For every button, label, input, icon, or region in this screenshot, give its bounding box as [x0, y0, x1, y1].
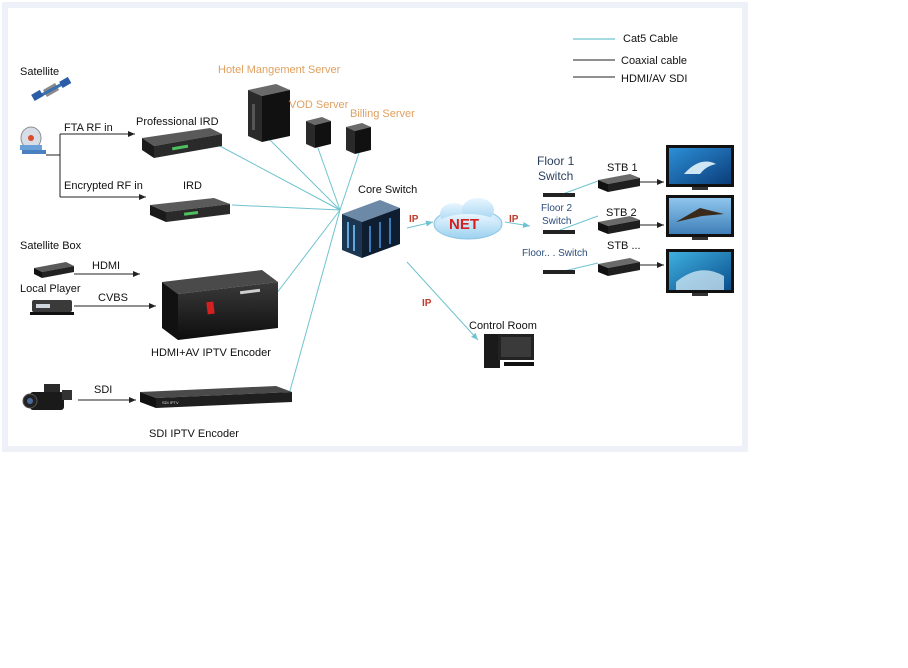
- vod-server-label: VOD Server: [289, 99, 349, 111]
- net-cloud-icon: [433, 198, 503, 240]
- camcorder-icon: [22, 384, 72, 410]
- stb2-label: STB 2: [606, 207, 637, 219]
- core-switch-icon: [342, 200, 400, 258]
- encrypted-rf-label: Encrypted RF in: [64, 180, 143, 192]
- control-room-computer-icon: [484, 334, 534, 368]
- professional-ird-label: Professional IRD: [136, 116, 219, 128]
- billing-server-label: Billing Server: [350, 108, 415, 120]
- coax-connections: [46, 131, 664, 403]
- stbn-icon: [598, 258, 640, 276]
- floor1-label-line1: Floor 1: [537, 154, 575, 168]
- stb1-icon: [598, 174, 640, 192]
- satellite-icon: [31, 76, 72, 101]
- floor1-switch-icon: [543, 193, 575, 197]
- professional-ird-device: [142, 128, 222, 158]
- satellite-label: Satellite: [20, 66, 59, 78]
- hotel-server-label: Hotel Mangement Server: [218, 64, 341, 76]
- local-player-icon: [30, 300, 74, 315]
- tv2-icon: [666, 195, 734, 240]
- legend-cat5-label: Cat5 Cable: [623, 33, 678, 45]
- sdi-encoder-badge: SDI IPTV: [162, 400, 179, 405]
- tv1-icon: [666, 145, 734, 190]
- floor1-label-line2: Switch: [538, 169, 573, 183]
- hdmi-label: HDMI: [92, 260, 120, 272]
- core-switch-label: Core Switch: [358, 184, 417, 196]
- ird-label: IRD: [183, 180, 202, 192]
- floor2-label-line1: Floor 2: [541, 203, 573, 214]
- cvbs-label: CVBS: [98, 292, 128, 304]
- stb2-icon: [598, 216, 640, 234]
- floorn-switch-icon: [543, 270, 575, 274]
- sdi-encoder-device: SDI IPTV: [140, 386, 292, 408]
- stb1-label: STB 1: [607, 162, 638, 174]
- vod-server-icon: [306, 117, 331, 148]
- legend-hdmi-label: HDMI/AV SDI: [621, 73, 687, 85]
- satellite-dish-icon: [20, 126, 46, 154]
- floor2-switch-icon: [543, 230, 575, 234]
- legend: Cat5 Cable Coaxial cable HDMI/AV SDI: [573, 33, 687, 85]
- fta-rf-label: FTA RF in: [64, 122, 113, 134]
- legend-coax-label: Coaxial cable: [621, 55, 687, 67]
- sdi-encoder-label: SDI IPTV Encoder: [149, 428, 239, 440]
- ip-label-to-control: IP: [422, 298, 432, 309]
- ip-label-to-floors: IP: [509, 214, 519, 225]
- floorn-label: Floor.. . Switch: [522, 248, 588, 259]
- sdi-label: SDI: [94, 384, 112, 396]
- hdmi-av-encoder-device: [162, 270, 278, 340]
- hotel-server-icon: [248, 84, 290, 142]
- stbn-label: STB ...: [607, 240, 641, 252]
- control-room-label: Control Room: [469, 320, 537, 332]
- floor2-label-line2: Switch: [542, 216, 571, 227]
- net-label: NET: [449, 216, 479, 233]
- satellite-box-icon: [34, 262, 74, 278]
- ip-label-to-net: IP: [409, 214, 419, 225]
- local-player-label: Local Player: [20, 283, 81, 295]
- tv3-icon: [666, 249, 734, 296]
- ird-device: [150, 198, 230, 222]
- hdmi-av-encoder-label: HDMI+AV IPTV Encoder: [151, 347, 271, 359]
- billing-server-icon: [346, 123, 371, 154]
- satellite-box-label: Satellite Box: [20, 240, 82, 252]
